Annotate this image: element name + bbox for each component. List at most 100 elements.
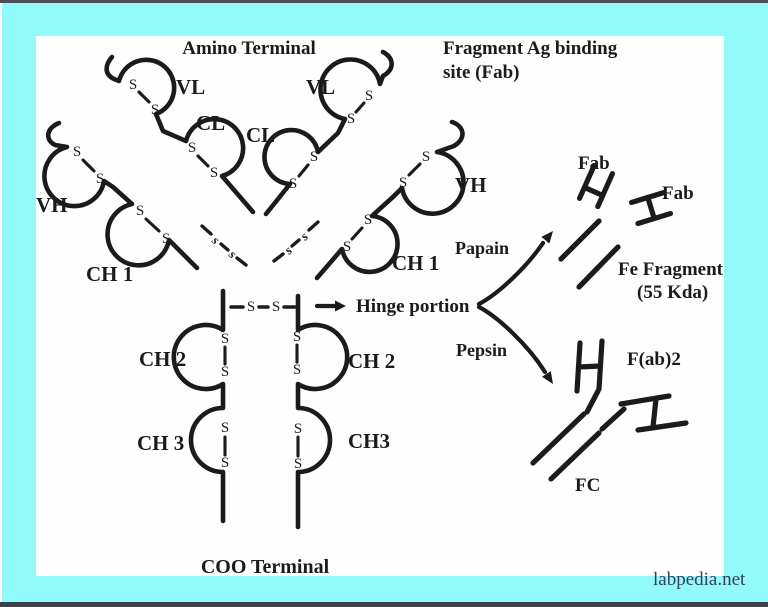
- heavy-chain-left-path: [42, 120, 200, 271]
- papain-arrow-curve: [476, 240, 546, 307]
- fab2-icon-leg: [635, 420, 689, 433]
- fc-pepsin-label: FC: [575, 475, 600, 496]
- fab-site-title-line2: site (Fab): [443, 62, 520, 83]
- fab-icon-crossbar: [645, 194, 657, 222]
- pepsin-arrow-curve: [476, 304, 548, 375]
- intradomain-bonds: [81, 90, 422, 458]
- s-letter: S: [365, 88, 373, 104]
- s-letter: S: [422, 149, 430, 165]
- dash: [235, 256, 248, 267]
- hinge-arrow: [314, 300, 346, 312]
- s-letter: S: [347, 111, 355, 127]
- fab-fragment-icon-1: [576, 162, 616, 210]
- dash: [290, 238, 301, 248]
- hinge-portion-label: Hinge portion: [356, 296, 470, 317]
- fc-fragment-label-line1: Fe Fragment: [618, 259, 724, 280]
- s-letter: S: [188, 140, 196, 156]
- s-letter: S: [96, 171, 104, 187]
- fc-pepsin-icon: [530, 411, 602, 482]
- cl-label-right: CL: [246, 123, 275, 147]
- ch2-label-left: CH 2: [139, 347, 186, 371]
- heavy-chain-stem-left: [171, 288, 226, 524]
- fc-fragment-icon: [558, 218, 621, 290]
- left-edge-line: [0, 3, 2, 602]
- fc-icon-line: [548, 430, 602, 482]
- s-letter: S: [289, 176, 297, 192]
- s-letter: S: [293, 362, 301, 378]
- s-letter: S: [310, 149, 318, 165]
- fab2-icon-tail: [584, 388, 601, 415]
- s-letter: S: [129, 77, 137, 93]
- fab2-icon-tail: [599, 406, 627, 432]
- s-letter: S: [221, 455, 229, 471]
- cl-right-bond: [297, 163, 310, 178]
- dash: [200, 224, 213, 236]
- fab2-fragment-icon: [574, 338, 689, 433]
- fc-icon-line: [530, 411, 587, 466]
- vl-label-left: VL: [176, 75, 205, 99]
- fab2-icon-crossbar: [576, 363, 603, 370]
- cl-left-bond: [196, 154, 210, 168]
- vh-right-bond: [407, 162, 422, 177]
- fab-icon-leg: [576, 162, 597, 201]
- vl-left-bond: [137, 90, 151, 104]
- fab-fragment-icon-2: [628, 189, 674, 227]
- heavy-chain-stem-right: [295, 293, 350, 530]
- hinge-arrowhead: [335, 300, 346, 312]
- s-letter: S: [221, 364, 229, 380]
- dash: [307, 220, 320, 232]
- s-letter: S: [293, 329, 301, 345]
- s-letter: S: [210, 165, 218, 181]
- s-letter: S: [247, 299, 255, 315]
- ch1-label-left: CH 1: [86, 262, 133, 286]
- ch3-label-right: CH3: [348, 429, 390, 453]
- papain-label: Papain: [455, 238, 509, 258]
- heavy-chain-right: [314, 119, 466, 281]
- ch3-label-left: CH 3: [137, 431, 184, 455]
- pepsin-label: Pepsin: [456, 340, 507, 360]
- vh-label-right: VH: [455, 173, 487, 197]
- ch2-label-right: CH 2: [348, 349, 395, 373]
- disulfide-s-letters: S S S S S S S S S S S S S S S S S S S S …: [73, 77, 430, 472]
- fab-icon-crossbar: [581, 184, 606, 199]
- interchain-bond-right: s s: [272, 220, 320, 263]
- vl-right-bond: [354, 101, 366, 114]
- interchain-bond-left: s s: [200, 224, 248, 267]
- vl-label-right: VL: [306, 75, 335, 99]
- s-letter: S: [343, 239, 351, 255]
- stem-right-path: [295, 293, 350, 530]
- fc-icon-line: [576, 244, 621, 290]
- watermark-text: labpedia.net: [653, 569, 746, 590]
- fab-icon-leg: [595, 171, 616, 210]
- light-chain-left-path: [104, 54, 256, 215]
- ch1-left-bond: [144, 217, 161, 233]
- coo-terminal-title: COO Terminal: [201, 556, 330, 578]
- dash: [219, 242, 230, 252]
- light-chain-left: [104, 54, 256, 215]
- fc-fragment-label-line2: (55 Kda): [637, 282, 708, 303]
- papain-arrow: [476, 231, 553, 307]
- papain-arrowhead: [541, 231, 553, 244]
- pepsin-arrow: [476, 304, 553, 384]
- pepsin-arrowhead: [542, 371, 553, 384]
- heavy-chain-right-path: [314, 119, 466, 281]
- diagram-canvas: [36, 36, 724, 576]
- fc-icon-line: [558, 218, 602, 262]
- light-chain-right: [262, 49, 394, 217]
- bottom-edge-line: [0, 602, 768, 607]
- s-letter: S: [221, 420, 229, 436]
- fab2-label: F(ab)2: [627, 349, 681, 370]
- fab2-icon-crossbar: [650, 396, 659, 430]
- fab-label-2: Fab: [662, 183, 694, 204]
- light-chain-right-path: [262, 49, 394, 217]
- s-letter: S: [294, 421, 302, 437]
- fab-site-title-line1: Fragment Ag binding: [443, 38, 618, 59]
- s-letter: S: [136, 203, 144, 219]
- dash: [272, 252, 285, 263]
- fab2-icon-leg: [618, 393, 672, 407]
- cl-label-left: CL: [196, 111, 225, 135]
- s-letter: S: [221, 331, 229, 347]
- s-letter: S: [364, 212, 372, 228]
